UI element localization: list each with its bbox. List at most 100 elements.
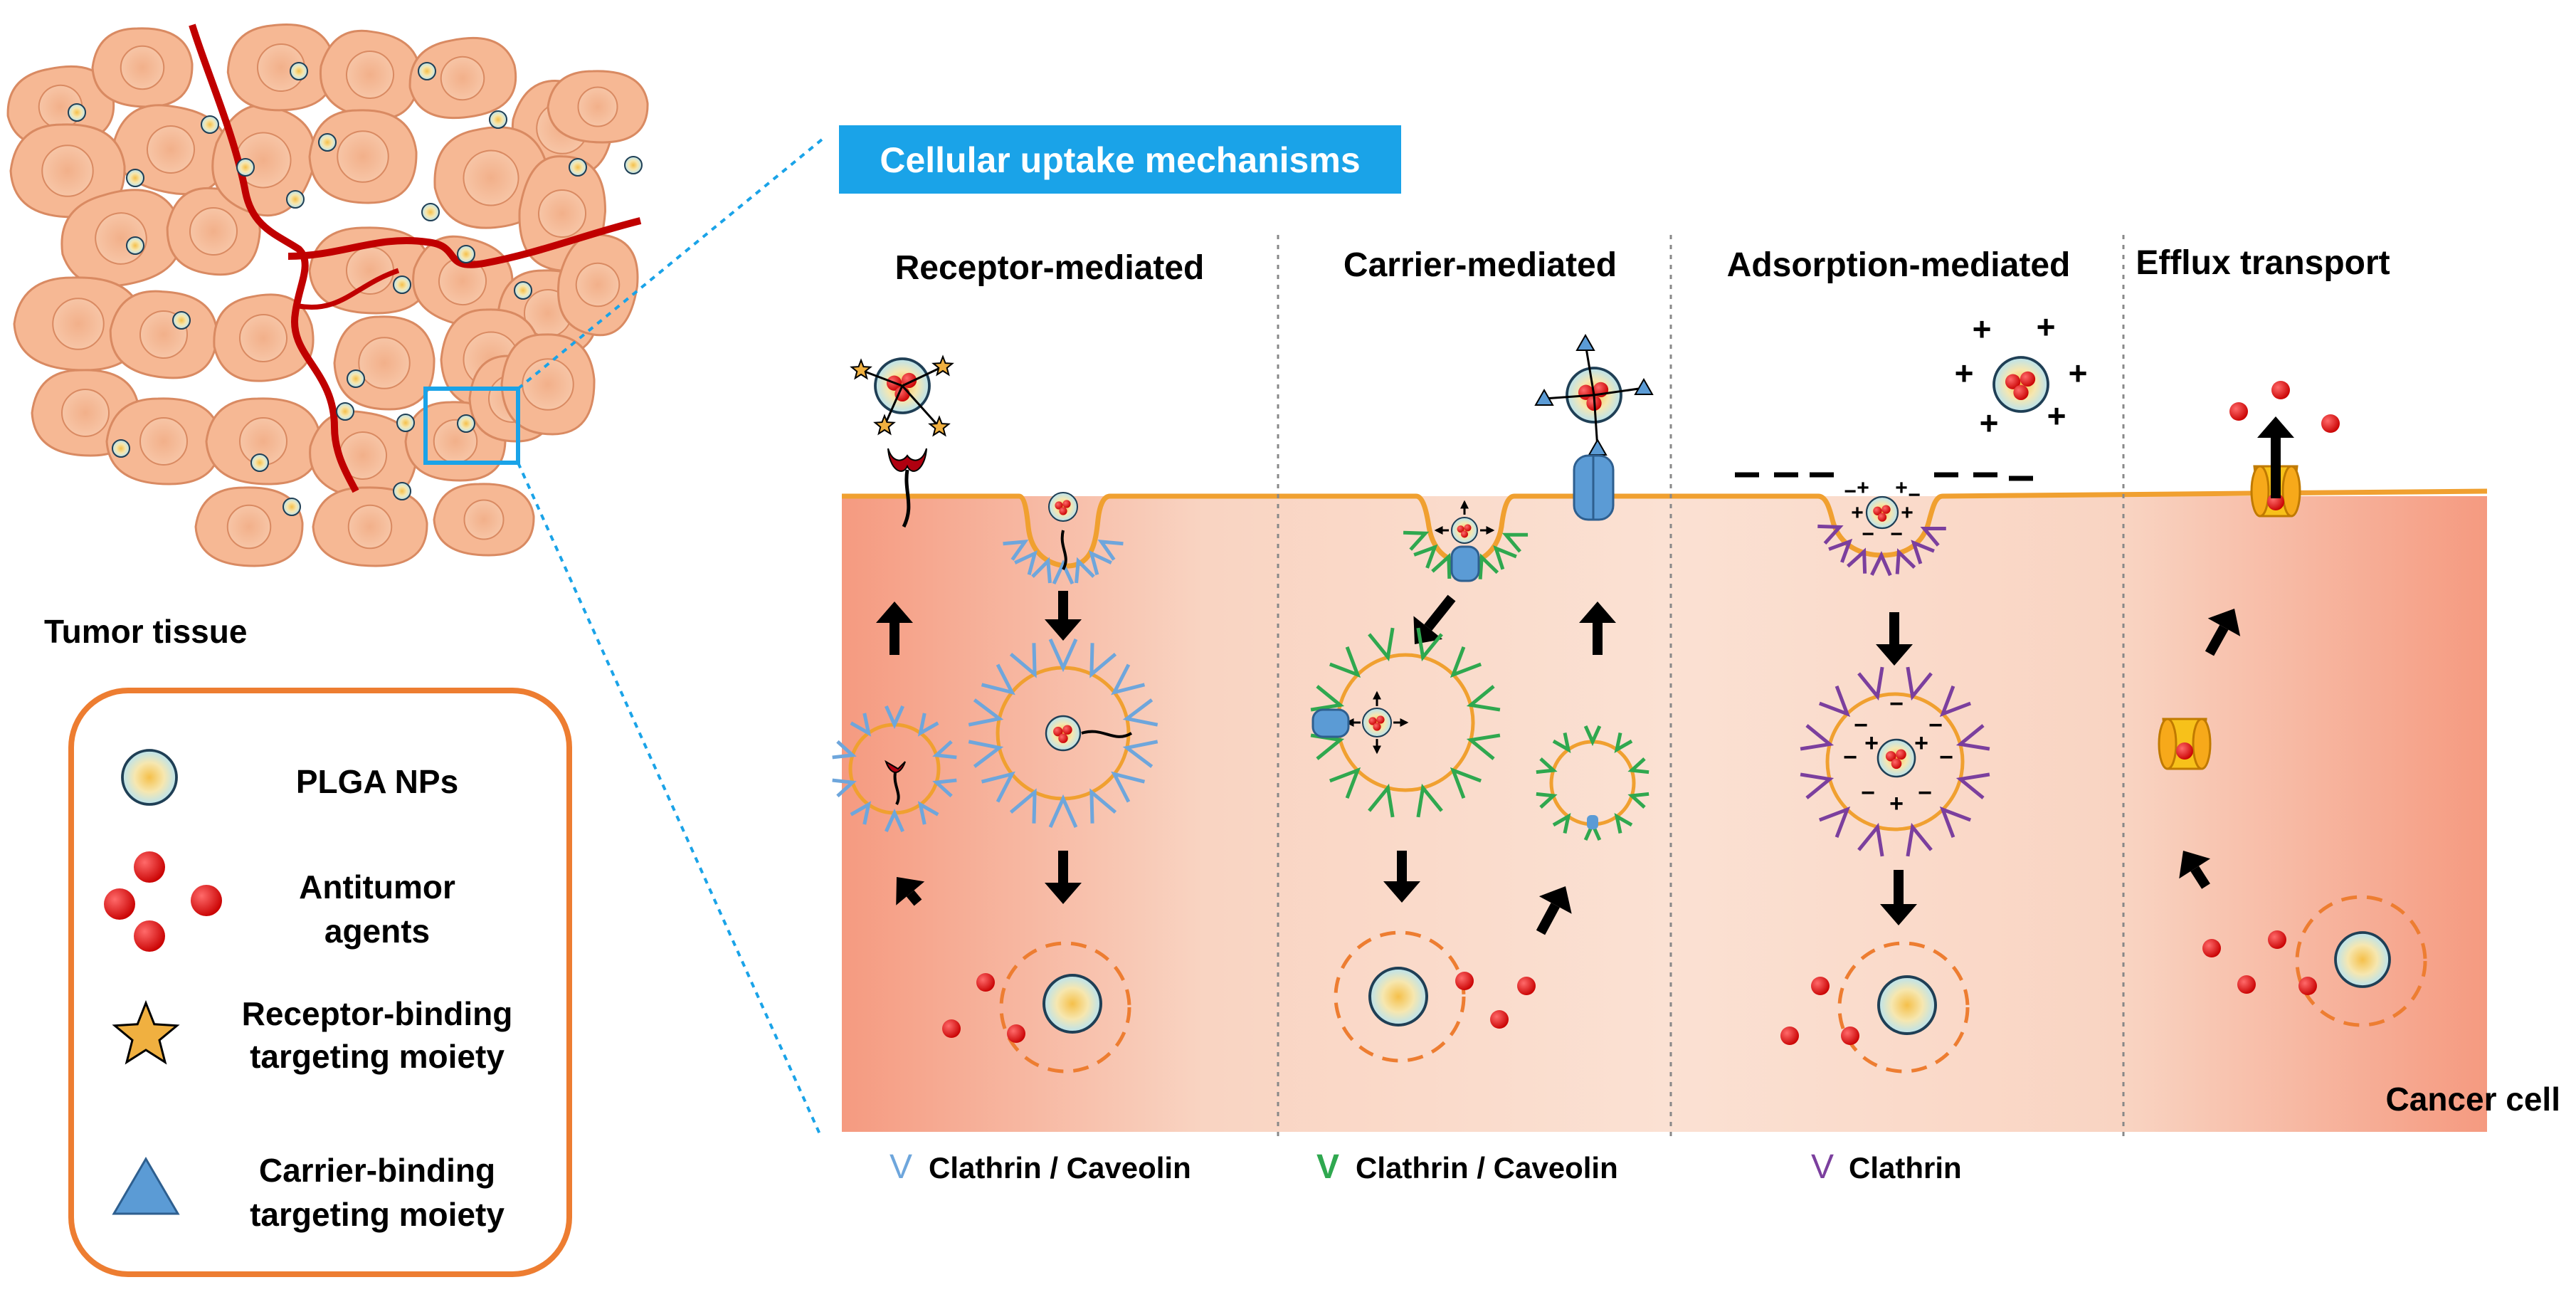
nanoparticle bbox=[1877, 975, 1937, 1035]
drug-molecule bbox=[976, 973, 995, 992]
drug-molecule bbox=[1368, 717, 1377, 725]
mechanism-title-efflux: Efflux transport bbox=[2136, 244, 2390, 282]
flow-arrow-head bbox=[1383, 881, 1420, 903]
coat-protein bbox=[1614, 812, 1633, 834]
coat-protein bbox=[1895, 548, 1916, 574]
tumor-cell-nucleus bbox=[226, 504, 272, 550]
nanoparticle bbox=[1048, 492, 1078, 522]
tumor-cell-nucleus bbox=[346, 51, 394, 99]
coat-protein bbox=[917, 801, 939, 825]
flow-arrow-head bbox=[1045, 619, 1082, 641]
positive-charge: + bbox=[1980, 404, 1999, 441]
panel-title-box bbox=[839, 125, 1401, 194]
nanoparticle bbox=[347, 369, 365, 388]
nanoparticle bbox=[1362, 708, 1392, 737]
coat-protein bbox=[1416, 627, 1443, 662]
coat-protein bbox=[1009, 643, 1037, 678]
endosome bbox=[2295, 895, 2427, 1027]
coat-protein bbox=[1111, 771, 1146, 803]
coat-protein bbox=[968, 698, 1004, 727]
coat-protein bbox=[981, 663, 1015, 695]
flow-arrow-head bbox=[1538, 886, 1572, 914]
star-icon bbox=[112, 999, 180, 1065]
positive-charge: + bbox=[2047, 397, 2066, 434]
nanoparticle bbox=[421, 203, 440, 221]
flow-arrow-head bbox=[1045, 883, 1082, 904]
negative-charge: − bbox=[1844, 480, 1857, 503]
ligand-arm bbox=[860, 369, 903, 387]
nanoparticle bbox=[236, 158, 255, 177]
negative-charge: − bbox=[1854, 712, 1868, 739]
tumor-cell bbox=[547, 70, 649, 144]
drug-molecule bbox=[1490, 1010, 1509, 1029]
coat-legend-receptor: V Clathrin / Caveolin bbox=[890, 1148, 1191, 1186]
tumor-cell-nucleus bbox=[41, 145, 94, 197]
coat-protein bbox=[1122, 740, 1158, 768]
negative-charge: − bbox=[1908, 483, 1921, 507]
coat-protein bbox=[1911, 540, 1935, 565]
zoom-box bbox=[423, 387, 520, 465]
coat-protein bbox=[1552, 732, 1571, 754]
coat-glyph: V bbox=[890, 1148, 912, 1186]
tumor-cell bbox=[408, 36, 517, 120]
flow-arrow-head bbox=[876, 602, 913, 623]
coat-protein bbox=[1466, 685, 1501, 712]
targeting-star bbox=[931, 355, 954, 377]
nanoparticle bbox=[250, 453, 269, 472]
drug-molecule bbox=[1896, 749, 1906, 760]
coat-protein bbox=[1583, 725, 1602, 747]
targeting-triangle bbox=[1588, 438, 1608, 456]
drug-molecule bbox=[191, 885, 222, 916]
coat-protein bbox=[1089, 550, 1112, 575]
tumor-cell-nucleus bbox=[337, 130, 389, 183]
tumor-cell-nucleus bbox=[347, 504, 393, 550]
tumor-cell bbox=[333, 315, 436, 411]
coat-protein bbox=[917, 713, 939, 737]
coat-protein bbox=[1413, 544, 1438, 569]
positive-charge: + bbox=[1955, 355, 1974, 392]
efflux-pump-half bbox=[2250, 465, 2270, 518]
drug-molecule bbox=[1881, 505, 1891, 514]
coat-protein bbox=[1048, 794, 1078, 829]
panel-title: Cellular uptake mechanisms bbox=[880, 140, 1360, 180]
tumor-cell bbox=[91, 27, 194, 108]
endosome bbox=[1334, 930, 1466, 1063]
tumor-cell-nucleus bbox=[358, 337, 411, 389]
nanoparticle bbox=[1045, 715, 1082, 752]
coat-protein bbox=[1416, 783, 1443, 818]
drug-molecule bbox=[1885, 751, 1896, 762]
ligand-arm bbox=[1543, 394, 1595, 400]
legend-label-plga: PLGA NPs bbox=[296, 763, 458, 800]
tumor-cell-nucleus bbox=[577, 86, 618, 127]
zoom-guide-line bbox=[517, 462, 821, 1135]
tumor-cell bbox=[194, 486, 304, 567]
ligand-arm bbox=[902, 365, 944, 387]
tumor-cell bbox=[412, 235, 514, 327]
coat-protein bbox=[1450, 767, 1482, 799]
coat-protein bbox=[1052, 560, 1075, 585]
flow-arrow bbox=[2205, 624, 2229, 656]
nanoparticle bbox=[1042, 974, 1102, 1034]
tumor-cell bbox=[500, 333, 596, 436]
drug-molecule bbox=[1455, 972, 1474, 990]
carrier-protein bbox=[1311, 708, 1350, 738]
targeting-triangle bbox=[1634, 377, 1654, 395]
tumor-cell bbox=[9, 123, 126, 219]
coat-protein bbox=[1817, 524, 1844, 545]
coat-protein bbox=[1009, 788, 1037, 824]
drug-molecule bbox=[2237, 975, 2256, 994]
tumor-cell-nucleus bbox=[538, 189, 586, 238]
coat-protein bbox=[1003, 540, 1029, 561]
coat-protein bbox=[1847, 547, 1867, 574]
coat-protein bbox=[1493, 545, 1517, 570]
drug-molecule bbox=[1460, 530, 1469, 538]
drug-molecule bbox=[1053, 726, 1063, 737]
nanoparticle bbox=[283, 498, 301, 516]
flow-arrow-head bbox=[896, 877, 925, 905]
drug-molecule bbox=[942, 1019, 961, 1038]
tumor-cell bbox=[312, 486, 428, 567]
tumor-cell bbox=[113, 104, 229, 196]
drug-molecule bbox=[1811, 977, 1830, 995]
positive-charge: + bbox=[1864, 730, 1879, 757]
targeting-star bbox=[850, 358, 872, 380]
